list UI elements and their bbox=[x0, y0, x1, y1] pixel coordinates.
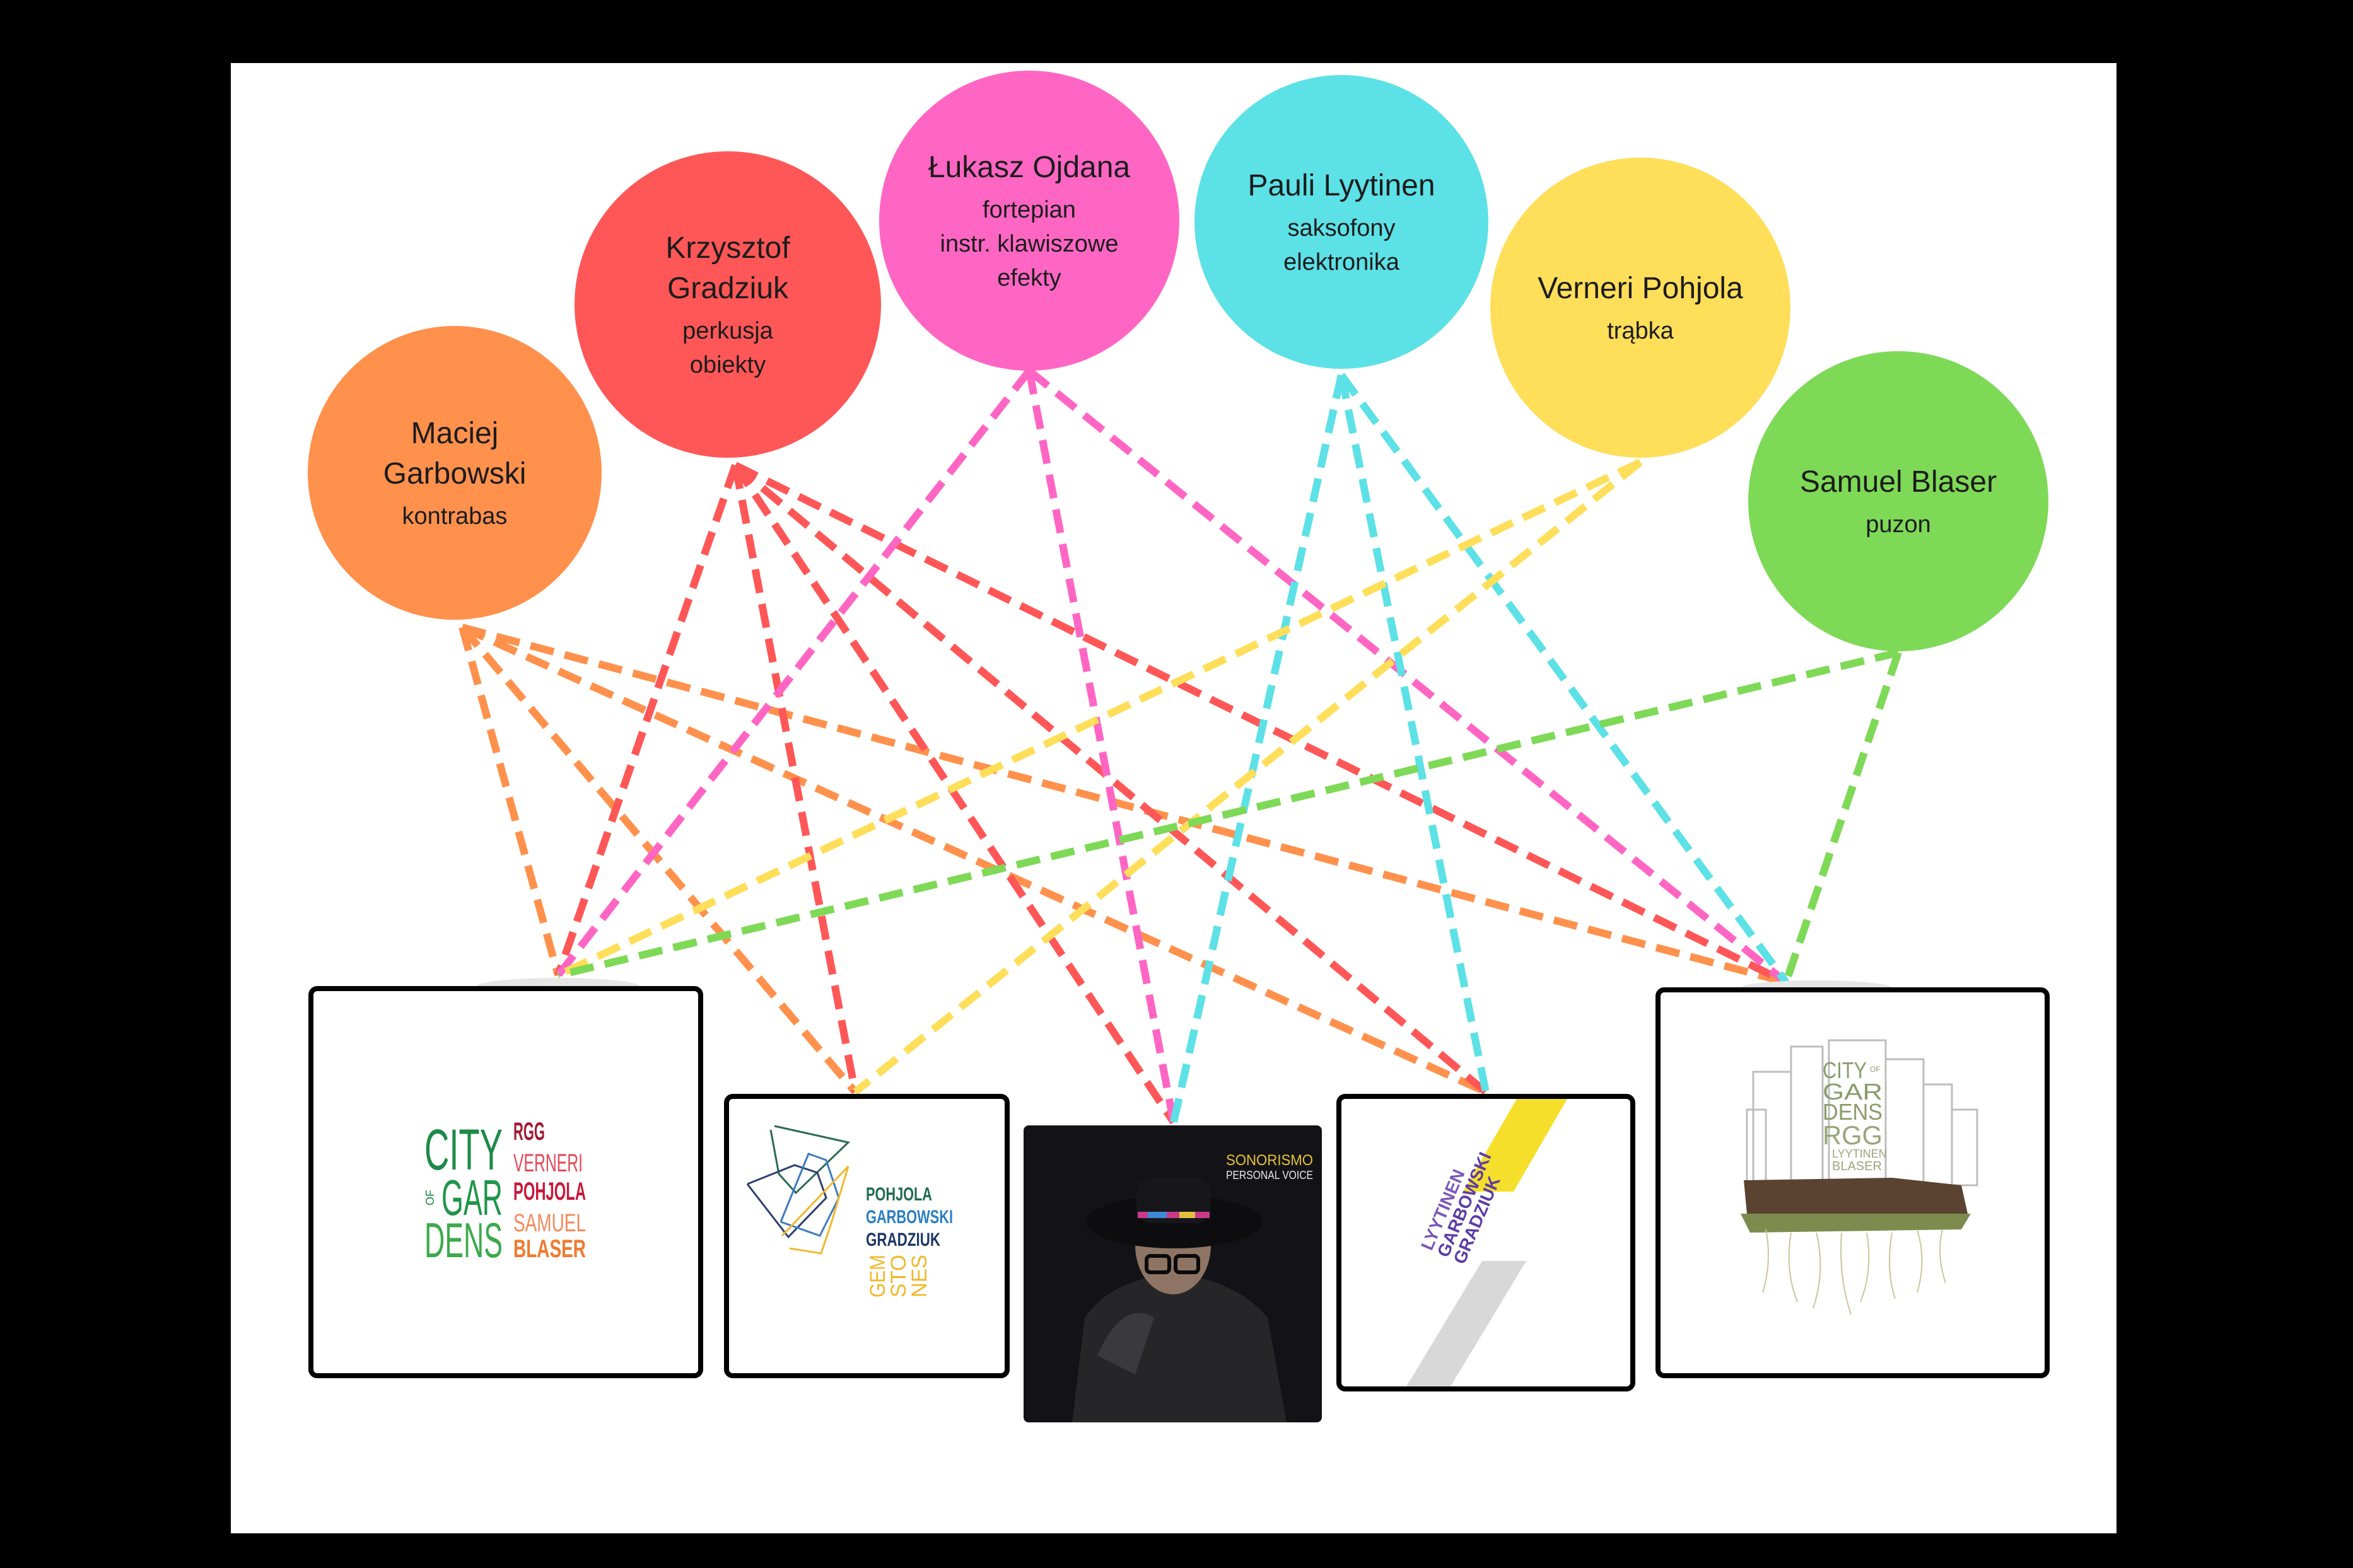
album-text: BLASER bbox=[1832, 1159, 1882, 1173]
album-city-of-gardens-lyytinen-blaser[interactable]: CITY OF GAR DENS RGG LYYTINEN BLASER bbox=[1655, 980, 2050, 1378]
musician-name: Maciej bbox=[411, 417, 499, 450]
musician-role: efekty bbox=[997, 265, 1061, 291]
musician-role: saksofony bbox=[1287, 215, 1395, 241]
musician-role: fortepian bbox=[983, 197, 1076, 223]
connection-line bbox=[1338, 373, 1789, 985]
musician-node[interactable]: Pauli Lyytinen saksofony elektronika bbox=[1194, 75, 1488, 369]
connection-line bbox=[461, 624, 1787, 986]
connection-line bbox=[555, 368, 1032, 978]
musician-name: Krzysztof bbox=[665, 231, 790, 265]
connection-line bbox=[554, 464, 739, 977]
musician-circle bbox=[575, 151, 881, 458]
musician-node[interactable]: Verneri Pohjola trąbka bbox=[1490, 158, 1790, 458]
musician-role: trąbka bbox=[1607, 318, 1674, 344]
album-text: CITY bbox=[1823, 1057, 1867, 1083]
connection-line bbox=[853, 459, 1643, 1095]
connection-line bbox=[460, 624, 1488, 1096]
musician-circle bbox=[1194, 75, 1488, 369]
musician-role: perkusja bbox=[682, 318, 773, 344]
album-text: LYYTINEN bbox=[1832, 1147, 1887, 1160]
album-lyytinen-garbowski-gradziuk[interactable]: LYYTINEN GARBOWSKI GRADZIUK bbox=[1336, 1094, 1635, 1391]
musician-node[interactable]: Łukasz Ojdana fortepian instr. klawiszowe e… bbox=[879, 71, 1179, 371]
album-text: DENS bbox=[1823, 1099, 1883, 1125]
sprouts-art bbox=[1741, 1214, 1971, 1233]
connection-lines bbox=[458, 368, 1902, 1125]
portrait-art bbox=[1072, 1178, 1287, 1422]
musician-node[interactable]: Samuel Blaser puzon bbox=[1748, 351, 2048, 651]
connection-line bbox=[459, 625, 858, 1095]
connection-line bbox=[1170, 374, 1345, 1124]
musician-role: puzon bbox=[1865, 511, 1931, 538]
connection-line bbox=[1027, 368, 1789, 985]
album-text: OF bbox=[424, 1190, 436, 1205]
gem-outline-art bbox=[746, 1125, 851, 1255]
album-text: GARBOWSKI bbox=[866, 1207, 953, 1228]
musician-name: Samuel Blaser bbox=[1800, 465, 1997, 499]
album-title: SONORISMO bbox=[1226, 1152, 1313, 1169]
album-frame bbox=[1336, 1094, 1635, 1391]
yellow-band bbox=[1463, 1099, 1567, 1192]
connection-line bbox=[732, 463, 1177, 1125]
album-text: POHJOLA bbox=[513, 1178, 586, 1205]
connection-line bbox=[1782, 651, 1902, 984]
musician-circle bbox=[879, 71, 1179, 371]
musician-name: Gradziuk bbox=[667, 272, 789, 305]
album-text: OF bbox=[1870, 1065, 1881, 1074]
album-text: GRADZIUK bbox=[866, 1229, 940, 1250]
album-text: VERNERI bbox=[513, 1149, 583, 1177]
gray-band bbox=[1406, 1261, 1526, 1386]
album-text: SAMUEL bbox=[513, 1209, 586, 1237]
musician-role: kontrabas bbox=[402, 503, 508, 530]
album-text: POHJOLA bbox=[866, 1184, 932, 1205]
musician-circle bbox=[1748, 351, 2048, 651]
connection-line bbox=[557, 649, 1900, 979]
musician-name: Łukasz Ojdana bbox=[928, 151, 1131, 184]
album-subtitle: PERSONAL VOICE bbox=[1226, 1169, 1313, 1182]
album-gemstones[interactable]: POHJOLA GARBOWSKI GRADZIUK GEM STO NES bbox=[724, 1094, 1010, 1378]
album-text: CITY bbox=[424, 1118, 503, 1182]
album-text: BLASER bbox=[513, 1235, 586, 1263]
soil-block-art bbox=[1744, 1178, 1968, 1214]
musician-name: Garbowski bbox=[383, 457, 527, 491]
album-city-of-gardens-pohjola-blaser[interactable]: CITY OF GAR DENS RGG VERNERI POHJOLA SAM… bbox=[308, 978, 703, 1378]
musician-circle bbox=[308, 326, 602, 620]
album-text: GEM bbox=[866, 1255, 890, 1298]
album-text: RGG bbox=[1823, 1120, 1883, 1150]
connection-line bbox=[732, 464, 859, 1093]
musician-role: obiekty bbox=[690, 352, 766, 378]
album-text: DENS bbox=[424, 1212, 503, 1268]
album-text: STO bbox=[887, 1255, 911, 1298]
musician-role: instr. klawiszowe bbox=[940, 231, 1119, 257]
album-frame bbox=[308, 986, 703, 1378]
musician-role: elektronika bbox=[1283, 249, 1400, 276]
connection-line bbox=[1338, 374, 1490, 1093]
connection-line bbox=[1025, 369, 1177, 1124]
musician-circle bbox=[1490, 158, 1790, 458]
connection-line bbox=[458, 626, 562, 977]
connection-line bbox=[556, 458, 1642, 979]
musician-name: Verneri Pohjola bbox=[1538, 272, 1743, 305]
album-text: GAR bbox=[1823, 1079, 1883, 1105]
album-text: GAR bbox=[441, 1170, 503, 1226]
album-sonorismo-personal-voice[interactable]: SONORISMO PERSONAL VOICE bbox=[1024, 1125, 1322, 1422]
album-text: RGG bbox=[513, 1118, 545, 1146]
musician-name: Pauli Lyytinen bbox=[1247, 169, 1435, 202]
album-text: NES bbox=[908, 1255, 931, 1298]
roots-art bbox=[1762, 1229, 1946, 1315]
connection-line bbox=[733, 462, 1488, 1095]
